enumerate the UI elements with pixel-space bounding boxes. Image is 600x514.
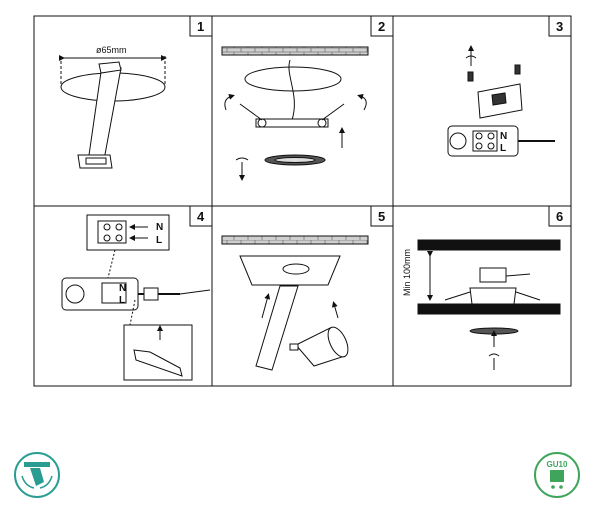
panel-number-3: 3 xyxy=(556,19,563,34)
panel-6-mounted-fixture xyxy=(417,239,561,370)
panel-5-bulb-insertion xyxy=(221,235,369,371)
panel-number-boxes xyxy=(189,15,572,227)
panel-number-5: 5 xyxy=(378,209,385,224)
panel-number-1: 1 xyxy=(197,19,204,34)
panel-4-wiring-connection xyxy=(61,214,211,381)
panel-grid xyxy=(33,15,572,387)
panel-4-terminal-l: L xyxy=(119,295,125,306)
panel-3-terminal-box xyxy=(447,45,555,157)
panel-number-4: 4 xyxy=(197,209,205,224)
panel-2-ceiling-wiring xyxy=(221,46,369,181)
panel-6-min-distance-label: Min 100mm xyxy=(402,249,412,296)
panel-number-2: 2 xyxy=(378,19,385,34)
rotatable-spotlight-icon xyxy=(14,452,60,498)
panel-4-label-n: N xyxy=(156,222,163,233)
gu10-bulb-icon: GU10 xyxy=(534,452,580,498)
panel-4-label-l: L xyxy=(156,235,162,246)
panel-1-diameter-label: ø65mm xyxy=(96,45,127,55)
panel-1-cutout-hole xyxy=(59,55,167,169)
panel-4-terminal-n: N xyxy=(119,283,126,294)
panel-3-terminal-n: N xyxy=(500,131,507,142)
panel-number-6: 6 xyxy=(556,209,563,224)
gu10-label: GU10 xyxy=(547,460,568,469)
panel-3-terminal-l: L xyxy=(500,143,506,154)
